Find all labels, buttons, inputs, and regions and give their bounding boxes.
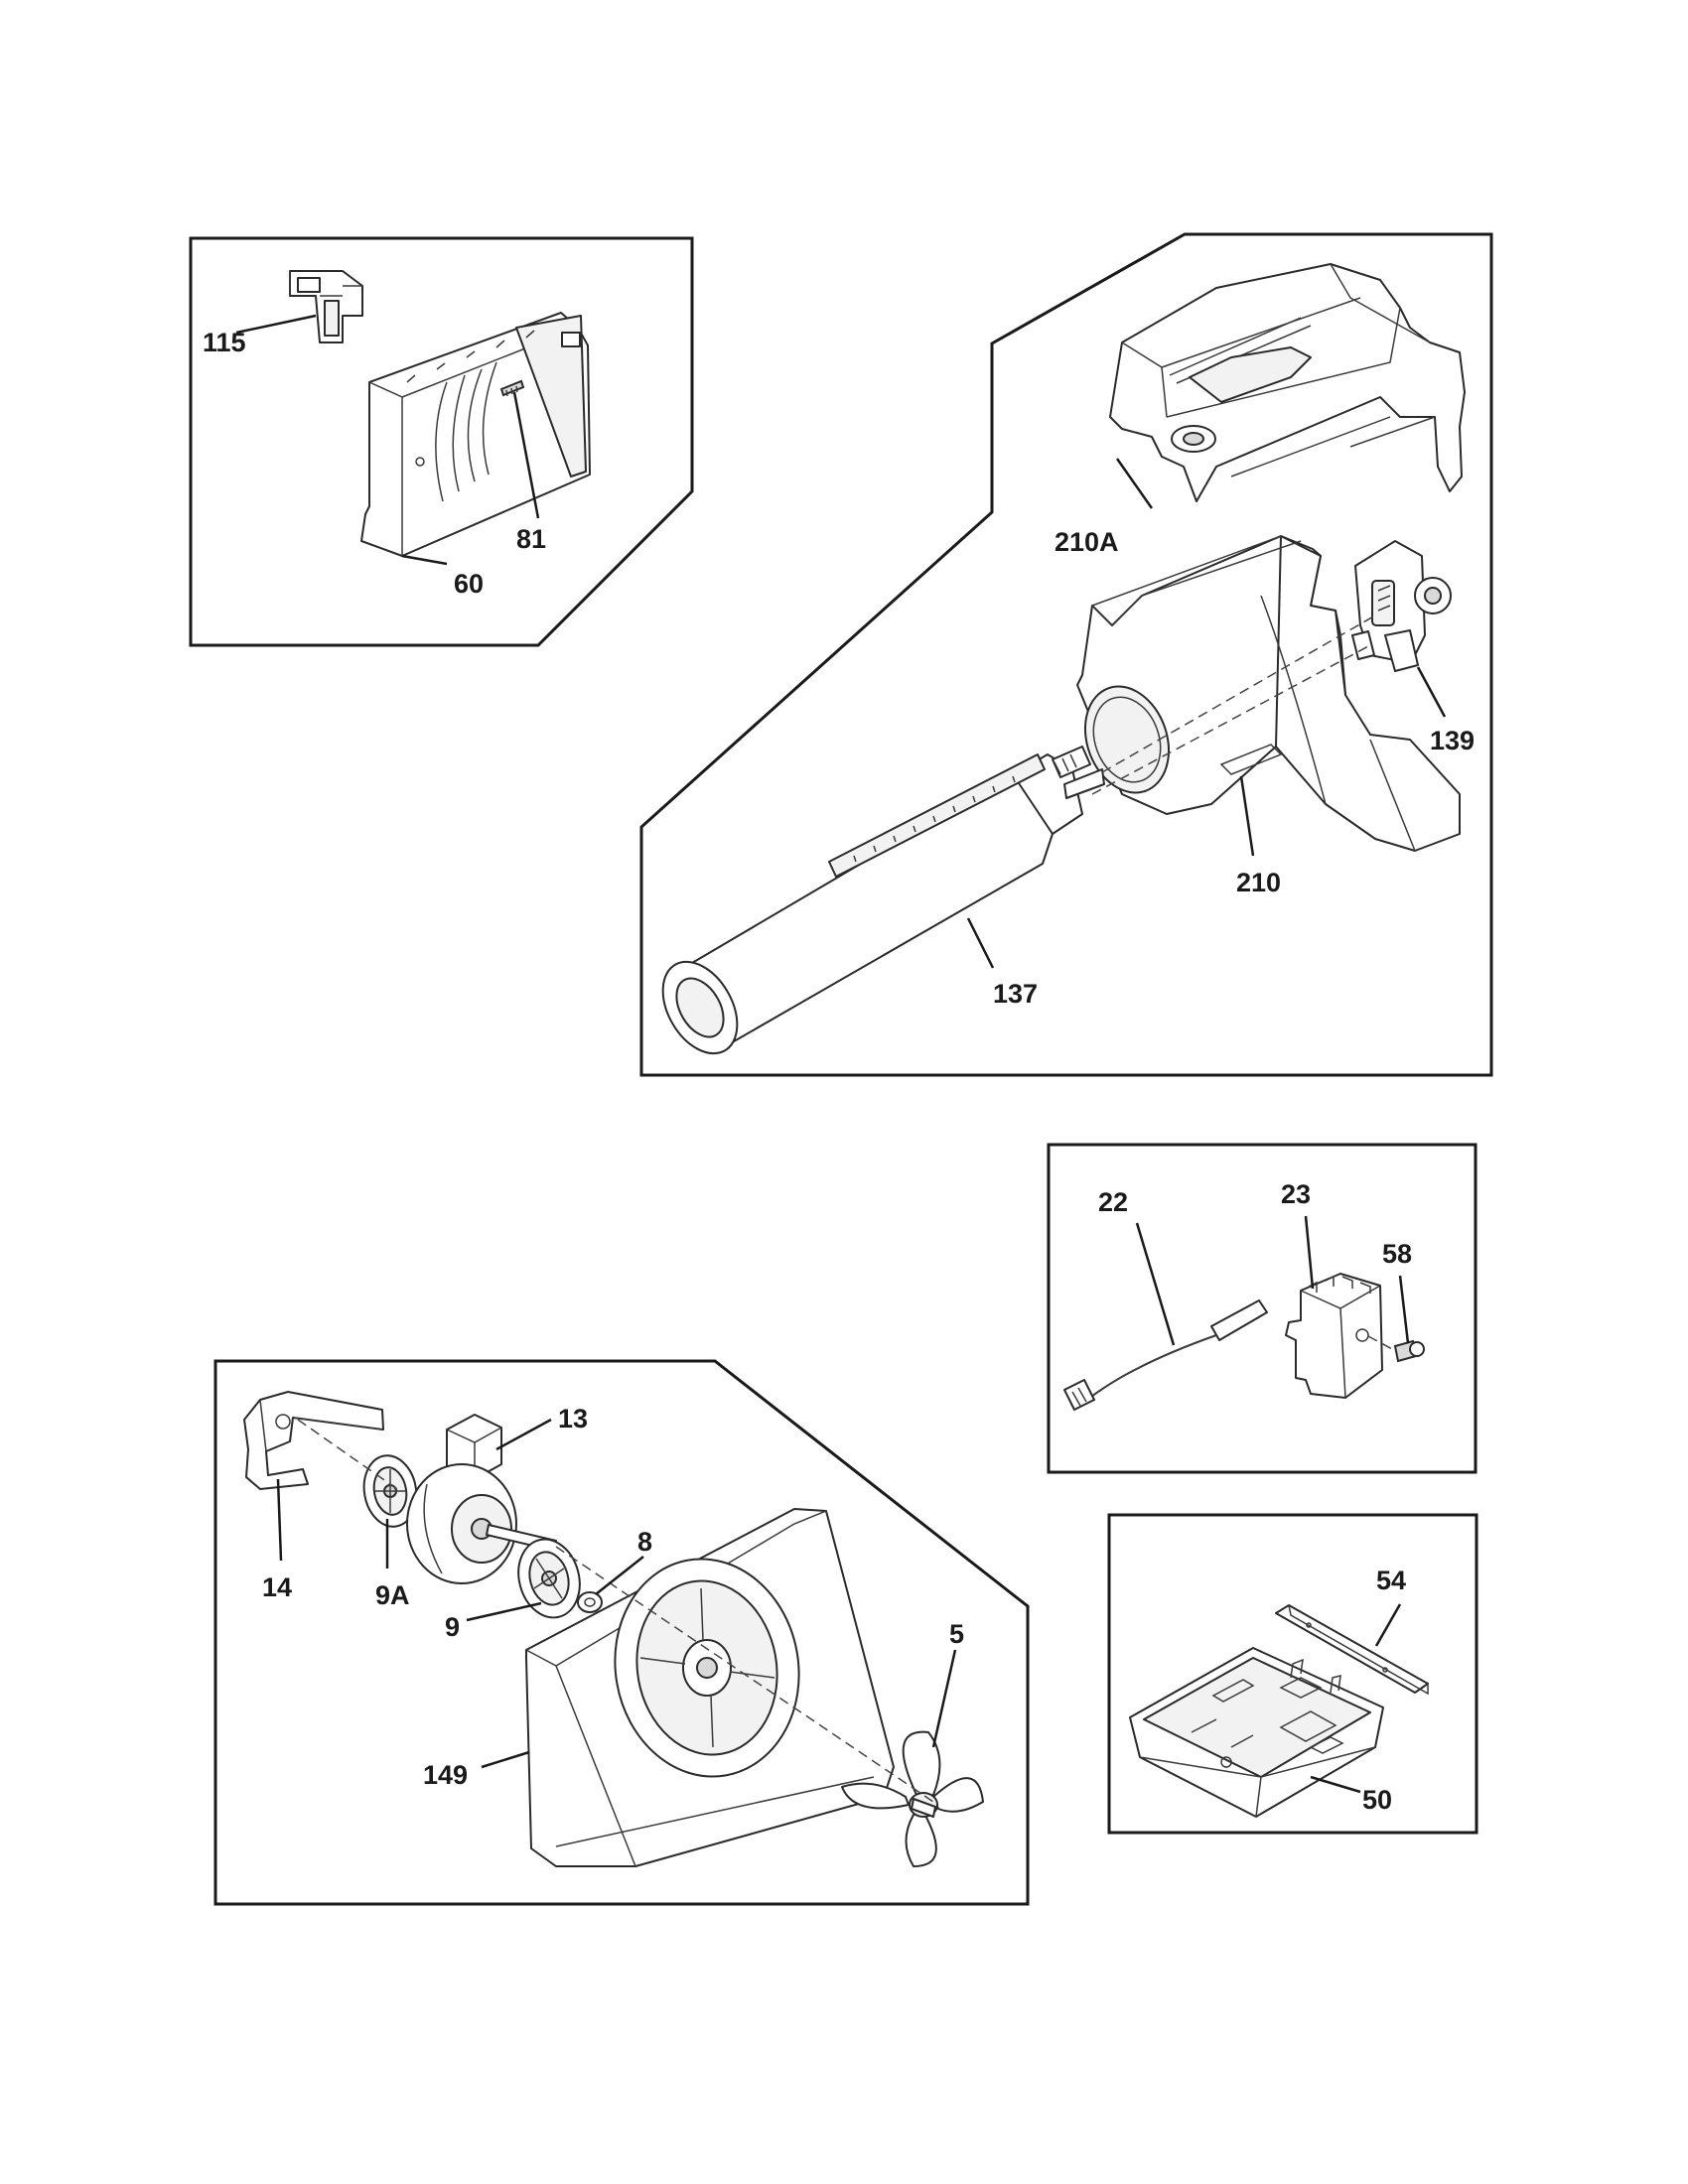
callout-210a: 210A [1055,527,1119,557]
callout-23: 23 [1281,1179,1311,1209]
callout-14: 14 [262,1572,292,1602]
washer-part [577,1591,603,1613]
callout-139: 139 [1430,726,1475,755]
callout-58: 58 [1382,1239,1412,1269]
bracket-part [243,1391,384,1490]
thermistor-cover-part [1285,1273,1383,1399]
motor-icon [406,1414,557,1584]
callout-137: 137 [993,979,1038,1009]
water-valve-icon [1351,540,1452,672]
screw-icon [499,379,525,397]
callout-60: 60 [454,569,484,599]
callout-50: 50 [1362,1785,1392,1815]
mounting-strip-part [1275,1604,1429,1696]
panel-bottom-left: 14 9A 13 8 9 5 149 [213,1359,1030,1906]
panel-top-right: 210A 139 210 137 [639,232,1493,1077]
fan-housing-part [525,1508,895,1867]
panel-middle-right: 22 23 58 [1047,1143,1477,1474]
control-box-part [1129,1647,1384,1818]
screw-icon [1393,1339,1425,1363]
callout-81: 81 [516,524,546,554]
filter-housing-part [1076,535,1461,852]
wheel-part [362,1454,418,1528]
filter-housing-top-part [1109,263,1466,502]
callout-210: 210 [1236,868,1281,897]
callout-9a: 9A [375,1580,410,1610]
damper-control-part [289,270,363,343]
thermistor-part [1063,1299,1268,1411]
callout-54: 54 [1376,1566,1406,1595]
callout-13: 13 [558,1404,588,1433]
fan-blade-icon [841,1730,984,1867]
water-filter-icon [661,746,1105,1055]
callout-5: 5 [949,1619,964,1649]
callout-149: 149 [423,1760,468,1790]
panel-top-left: 115 81 60 [189,236,694,647]
panel-bottom-right: 54 50 [1107,1513,1478,1835]
callout-115: 115 [203,328,246,357]
callout-9: 9 [445,1612,460,1642]
wheel-part [517,1538,581,1619]
callout-8: 8 [637,1527,652,1557]
callout-22: 22 [1098,1187,1128,1217]
